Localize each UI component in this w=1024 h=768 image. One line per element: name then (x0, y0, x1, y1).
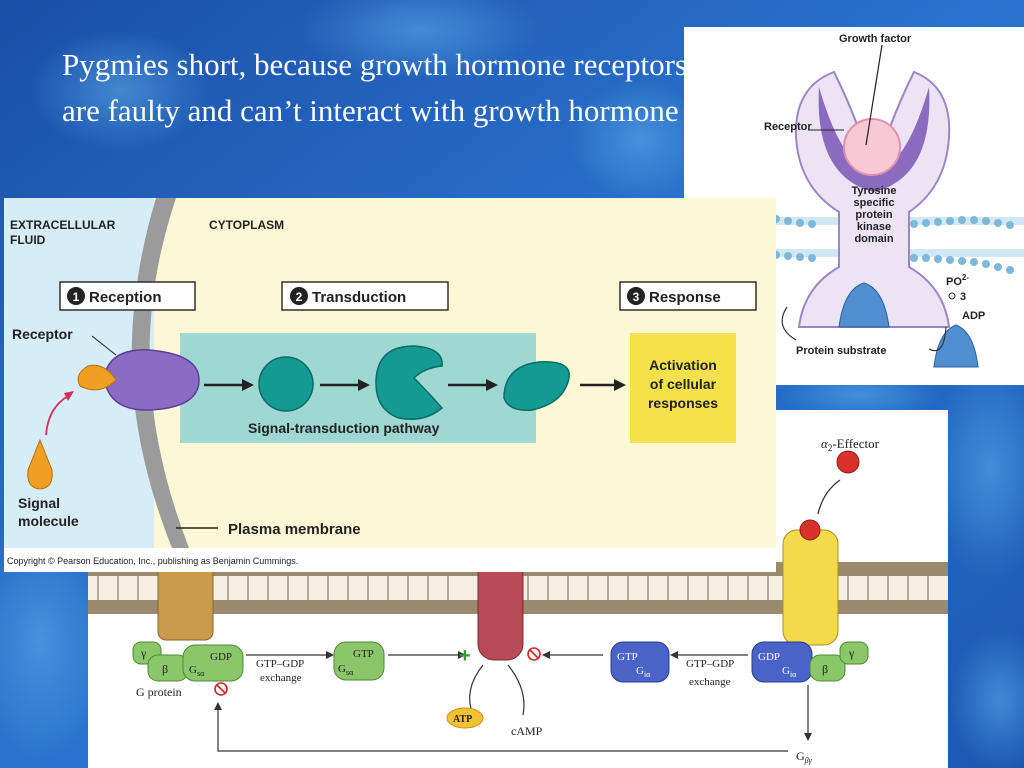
label-signal-2: molecule (18, 513, 79, 529)
label-g-beta-gamma: Gβγ (796, 749, 813, 765)
g-protein-left: γ β GDP Gsα (132, 641, 244, 682)
step-transduction: 2 Transduction (281, 281, 449, 311)
svg-text:γ: γ (140, 646, 147, 660)
slide-title: Pygmies short, because growth hormone re… (62, 47, 688, 128)
atp-badge (446, 707, 484, 729)
signal-molecule (27, 438, 53, 490)
svg-text:Reception: Reception (89, 289, 162, 306)
label-po-num: 3 (960, 291, 966, 303)
label-kinase-4: kinase (857, 221, 891, 233)
label-exchange-left-1: GTP–GDP (256, 658, 304, 670)
label-receptor: Receptor (12, 326, 73, 342)
copyright-note: Copyright © Pearson Education, Inc., pub… (7, 556, 298, 566)
label-response-1: Activation (649, 357, 717, 373)
label-g-protein: G protein (136, 685, 182, 699)
svg-text:3: 3 (633, 290, 640, 304)
label-exchange-left-2: exchange (260, 672, 302, 684)
label-receptor: Receptor (764, 121, 812, 133)
svg-text:Response: Response (649, 289, 721, 306)
effector-label: α2-Effector (821, 436, 880, 453)
adenylyl-cyclase (477, 559, 524, 661)
label-plasma-membrane: Plasma membrane (228, 521, 361, 538)
label-protein-substrate: Protein substrate (796, 345, 886, 357)
label-response-3: responses (648, 395, 718, 411)
protein-substrate-left (838, 282, 890, 328)
label-adp: ADP (962, 310, 985, 322)
label-pathway: Signal-transduction pathway (248, 420, 440, 436)
label-atp: ATP (453, 714, 472, 725)
label-kinase-3: protein (855, 209, 893, 221)
effector-bound (799, 519, 821, 541)
growth-factor-ball (843, 118, 901, 176)
relay-molecule-1 (258, 356, 314, 412)
inhibit-icon-left (214, 682, 228, 696)
response-box (630, 333, 736, 443)
svg-text:Giα: Giα (636, 665, 651, 679)
label-po: PO2- (946, 273, 969, 288)
label-extracellular-1: EXTRACELLULAR (10, 218, 116, 232)
receptor-shape (103, 349, 200, 411)
svg-text:β: β (822, 662, 828, 676)
svg-text:Gsα: Gsα (189, 664, 205, 678)
g-alpha-gtp-left: GTP Gsα (333, 641, 385, 681)
svg-text:β: β (162, 662, 168, 676)
relay-molecule-2 (375, 345, 444, 420)
signal-transduction-diagram: EXTRACELLULAR FLUID CYTOPLASM 1 Receptio… (4, 198, 776, 572)
label-exchange-right-1: GTP–GDP (686, 658, 734, 670)
svg-text:Transduction: Transduction (312, 289, 406, 306)
label-kinase-1: Tyrosine (851, 185, 896, 197)
label-exchange-right-2: exchange (689, 676, 731, 688)
svg-text:Gsα: Gsα (338, 663, 354, 677)
g-alpha-gtp-right: GTP Giα (610, 641, 670, 683)
step-reception: 1 Reception (59, 281, 196, 311)
label-signal-1: Signal (18, 495, 60, 511)
label-response-2: of cellular (650, 376, 717, 392)
svg-text:Giα: Giα (782, 665, 797, 679)
svg-text:γ: γ (848, 646, 855, 660)
relay-molecule-3 (503, 361, 570, 411)
inhibit-icon-center (527, 647, 541, 661)
label-kinase-5: domain (854, 233, 893, 245)
svg-text:1: 1 (73, 290, 80, 304)
g-protein-right: GDP Giα β γ (751, 641, 869, 683)
svg-text:GTP: GTP (617, 651, 638, 663)
svg-text:2: 2 (296, 290, 303, 304)
label-cytoplasm: CYTOPLASM (209, 218, 284, 232)
bound-signal (77, 364, 117, 391)
effector-free (836, 450, 860, 474)
svg-text:GDP: GDP (758, 651, 780, 663)
label-growth-factor: Growth factor (839, 33, 912, 45)
step-response: 3 Response (619, 281, 757, 311)
activate-plus: + (459, 645, 471, 667)
label-kinase-2: specific (854, 197, 895, 209)
label-extracellular-2: FLUID (10, 233, 46, 247)
svg-text:GTP: GTP (353, 648, 374, 660)
alpha2-receptor (782, 529, 839, 646)
label-camp: cAMP (511, 724, 543, 738)
svg-text:GDP: GDP (210, 651, 232, 663)
